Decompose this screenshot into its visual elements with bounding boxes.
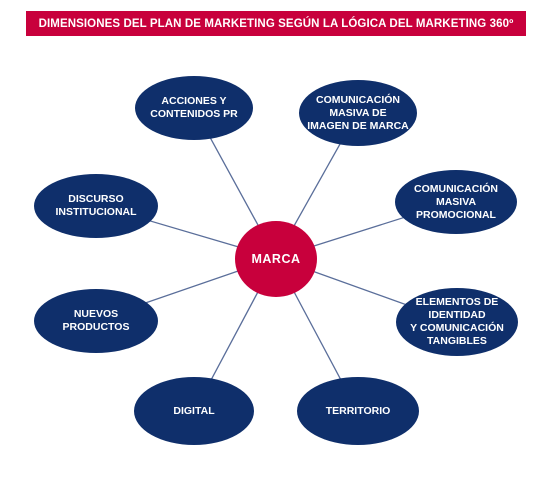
node-comunicacion-imagen: COMUNICACIÓN MASIVA DE IMAGEN DE MARCA [299, 80, 417, 146]
diagram-title: DIMENSIONES DEL PLAN DE MARKETING SEGÚN … [26, 11, 526, 36]
node-nuevos-productos: NUEVOS PRODUCTOS [34, 289, 158, 353]
node-acciones: ACCIONES Y CONTENIDOS PR [135, 76, 253, 140]
node-discurso: DISCURSO INSTITUCIONAL [34, 174, 158, 238]
node-elementos: ELEMENTOS DE IDENTIDAD Y COMUNICACIÓN TA… [396, 288, 518, 356]
node-digital: DIGITAL [134, 377, 254, 445]
node-territorio: TERRITORIO [297, 377, 419, 445]
center-node-marca: MARCA [235, 221, 317, 297]
node-comunicacion-promocional: COMUNICACIÓN MASIVA PROMOCIONAL [395, 170, 517, 234]
